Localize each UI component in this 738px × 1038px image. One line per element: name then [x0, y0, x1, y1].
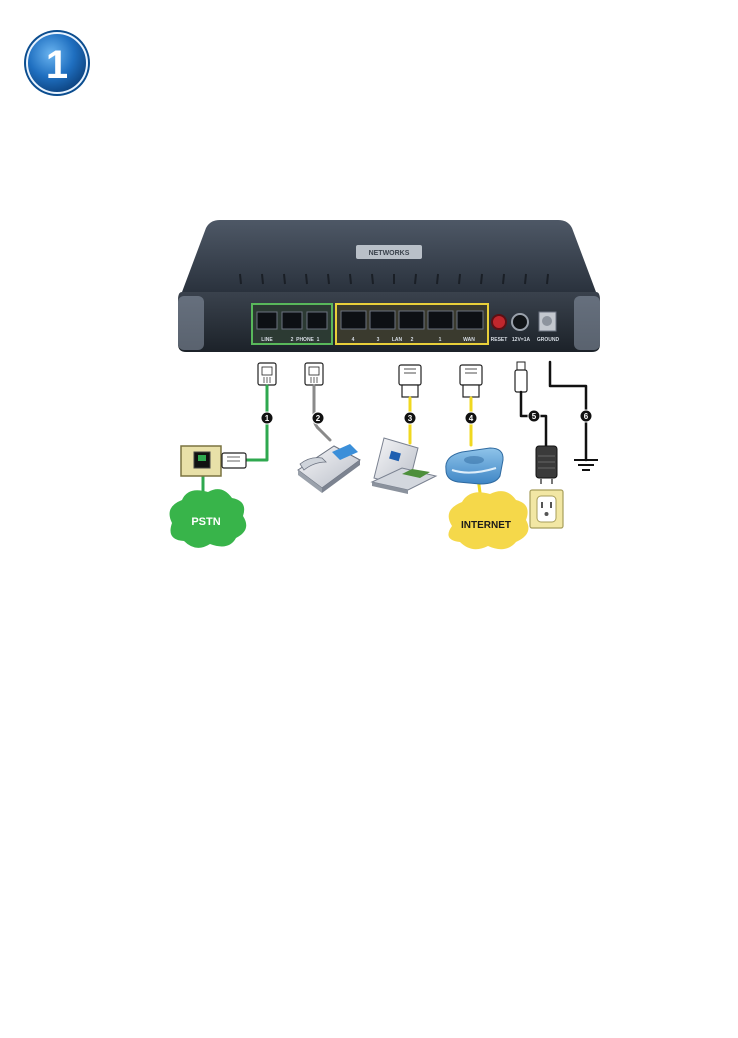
label-lan-1: 1 — [439, 337, 442, 343]
marker-4-number: 4 — [469, 414, 474, 423]
line-port — [257, 312, 277, 329]
label-ground: GROUND — [537, 337, 560, 343]
marker-1-number: 1 — [265, 414, 270, 423]
lan-1-port — [428, 311, 453, 329]
pstn-cloud: PSTN — [170, 489, 247, 548]
label-lan: LAN — [392, 337, 403, 343]
label-reset: RESET — [491, 337, 508, 343]
phone-2-port — [282, 312, 302, 329]
power-adapter-icon — [536, 446, 557, 484]
marker-2-number: 2 — [316, 414, 321, 423]
lan-4-port — [341, 311, 366, 329]
rj11-plug-line — [258, 363, 276, 385]
laptop-icon — [372, 438, 436, 494]
phone-1-port — [307, 312, 327, 329]
ground-screw-head — [542, 316, 552, 326]
step-badge: 1 — [24, 30, 90, 96]
rj45-plug-lan — [399, 365, 421, 397]
router-right-end — [574, 296, 600, 350]
label-lan-4: 4 — [352, 337, 355, 343]
internet-cloud: INTERNET — [448, 491, 528, 549]
brand-label: NETWORKS — [369, 250, 410, 257]
pstn-label: PSTN — [191, 516, 220, 528]
lan-2-port — [399, 311, 424, 329]
reset-button — [492, 315, 506, 329]
lan-3-port — [370, 311, 395, 329]
label-phone-1: 1 — [317, 337, 320, 343]
wan-port — [457, 311, 483, 329]
step-number: 1 — [46, 43, 68, 87]
label-lan-2: 2 — [411, 337, 414, 343]
label-wan: WAN — [463, 337, 475, 343]
wall-outlet-icon — [530, 490, 563, 528]
rj11-plug-phone — [305, 363, 323, 385]
telephone-icon — [298, 444, 360, 493]
label-line: LINE — [261, 337, 273, 343]
label-power: 12V=1A — [512, 337, 531, 343]
marker-3-number: 3 — [408, 414, 413, 423]
label-lan-3: 3 — [377, 337, 380, 343]
label-phone: PHONE — [296, 337, 314, 343]
ground-icon — [574, 460, 598, 470]
label-phone-2: 2 — [291, 337, 294, 343]
marker-5-number: 5 — [532, 412, 537, 421]
power-jack — [512, 314, 528, 330]
marker-6-number: 6 — [584, 412, 589, 421]
modem-icon — [446, 448, 503, 484]
cable-ground — [550, 362, 586, 460]
wall-jack-icon — [181, 446, 246, 476]
router: NETWORKS LINE 2 PHONE 1 4 3 LAN 2 1 — [178, 220, 600, 352]
internet-label: INTERNET — [461, 520, 511, 531]
power-plug — [515, 362, 527, 392]
router-left-end — [178, 296, 204, 350]
rj45-plug-wan — [460, 365, 482, 397]
